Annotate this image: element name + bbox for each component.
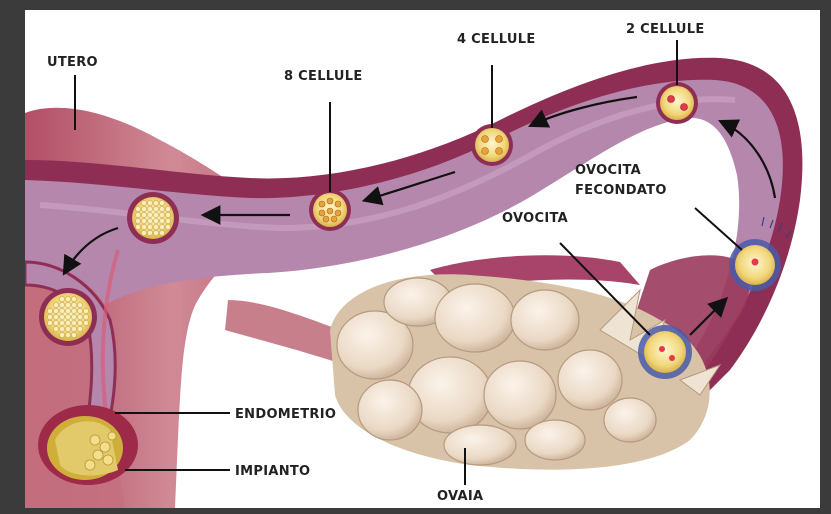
morula-blastomere xyxy=(135,212,140,217)
morula-blastomere xyxy=(83,314,88,319)
morula-cell-left xyxy=(39,288,97,346)
morula-blastomere xyxy=(153,218,158,223)
morula-blastomere xyxy=(141,212,146,217)
morula-blastomere xyxy=(71,320,76,325)
morula-blastomere xyxy=(165,206,170,211)
morula-blastomere xyxy=(147,206,152,211)
morula-blastomere xyxy=(71,314,76,319)
label-ovaia: OVAIA xyxy=(437,489,483,504)
morula-blastomere xyxy=(153,212,158,217)
morula-blastomere xyxy=(141,230,146,235)
morula-blastomere xyxy=(77,308,82,313)
morula-blastomere xyxy=(71,296,76,301)
morula-blastomere xyxy=(71,332,76,337)
diagram-panel: UTERO 8 CELLULE 4 CELLULE 2 CELLULE OVOC… xyxy=(25,10,820,508)
morula-blastomere xyxy=(159,206,164,211)
morula-blastomere xyxy=(59,296,64,301)
morula-blastomere xyxy=(153,206,158,211)
morula-blastomere xyxy=(141,224,146,229)
morula-blastomere xyxy=(65,308,70,313)
morula-blastomere xyxy=(159,200,164,205)
morula-blastomere xyxy=(159,224,164,229)
morula-blastomere xyxy=(153,224,158,229)
morula-blastomere xyxy=(53,326,58,331)
morula-blastomere xyxy=(83,320,88,325)
morula-blastomere xyxy=(59,308,64,313)
morula-blastomere xyxy=(65,332,70,337)
morula-blastomere xyxy=(77,326,82,331)
label-8-cellule: 8 CELLULE xyxy=(284,69,363,84)
morula-blastomere xyxy=(59,326,64,331)
label-endometrio: ENDOMETRIO xyxy=(235,407,336,422)
morula-blastomere xyxy=(47,320,52,325)
morula-blastomere xyxy=(77,314,82,319)
label-2-cellule: 2 CELLULE xyxy=(626,22,705,37)
morula-blastomere xyxy=(77,320,82,325)
morula-blastomere xyxy=(59,332,64,337)
morula-blastomere xyxy=(147,212,152,217)
morula-blastomere xyxy=(153,200,158,205)
morula-blastomere xyxy=(53,320,58,325)
morula-blastomere xyxy=(65,314,70,319)
label-4-cellule: 4 CELLULE xyxy=(457,32,536,47)
morula-blastomere xyxy=(65,326,70,331)
morula-blastomere xyxy=(141,206,146,211)
morula-blastomere xyxy=(71,308,76,313)
morula-blastomere xyxy=(47,308,52,313)
implanted-embryo xyxy=(38,405,138,485)
morula-blastomere xyxy=(153,230,158,235)
morula-blastomere xyxy=(159,230,164,235)
morula-blastomere xyxy=(59,320,64,325)
label-ovocita-fecondato-2: FECONDATO xyxy=(575,183,667,198)
morula-blastomere xyxy=(53,314,58,319)
reproduction-diagram: UTERO 8 CELLULE 4 CELLULE 2 CELLULE OVOC… xyxy=(25,10,820,508)
oocyte xyxy=(638,325,692,379)
morula-blastomere xyxy=(47,314,52,319)
morula-blastomere xyxy=(65,302,70,307)
morula-blastomere xyxy=(65,296,70,301)
label-ovocita: OVOCITA xyxy=(502,211,568,226)
morula-cell-upper xyxy=(127,192,179,244)
morula-blastomere xyxy=(135,218,140,223)
morula-blastomere xyxy=(165,224,170,229)
morula-blastomere xyxy=(141,218,146,223)
morula-blastomere xyxy=(59,314,64,319)
morula-blastomere xyxy=(147,200,152,205)
cell-4-cellule xyxy=(471,124,513,166)
morula-blastomere xyxy=(83,308,88,313)
morula-blastomere xyxy=(65,320,70,325)
morula-blastomere xyxy=(53,308,58,313)
morula-blastomere xyxy=(141,200,146,205)
morula-blastomere xyxy=(165,218,170,223)
cell-8-cellule xyxy=(309,189,351,231)
morula-blastomere xyxy=(147,224,152,229)
morula-blastomere xyxy=(71,326,76,331)
morula-blastomere xyxy=(59,302,64,307)
leader-ovocita-fecondato xyxy=(695,208,742,250)
label-ovocita-fecondato-1: OVOCITA xyxy=(575,163,641,178)
morula-blastomere xyxy=(53,302,58,307)
label-impianto: IMPIANTO xyxy=(235,464,310,479)
morula-blastomere xyxy=(147,230,152,235)
morula-blastomere xyxy=(71,302,76,307)
morula-blastomere xyxy=(135,206,140,211)
cell-2-cellule xyxy=(656,82,698,124)
morula-blastomere xyxy=(147,218,152,223)
morula-blastomere xyxy=(159,218,164,223)
morula-blastomere xyxy=(135,224,140,229)
morula-blastomere xyxy=(77,302,82,307)
morula-blastomere xyxy=(159,212,164,217)
ovarian-ligament xyxy=(225,300,345,365)
label-utero: UTERO xyxy=(47,55,98,70)
morula-blastomere xyxy=(165,212,170,217)
